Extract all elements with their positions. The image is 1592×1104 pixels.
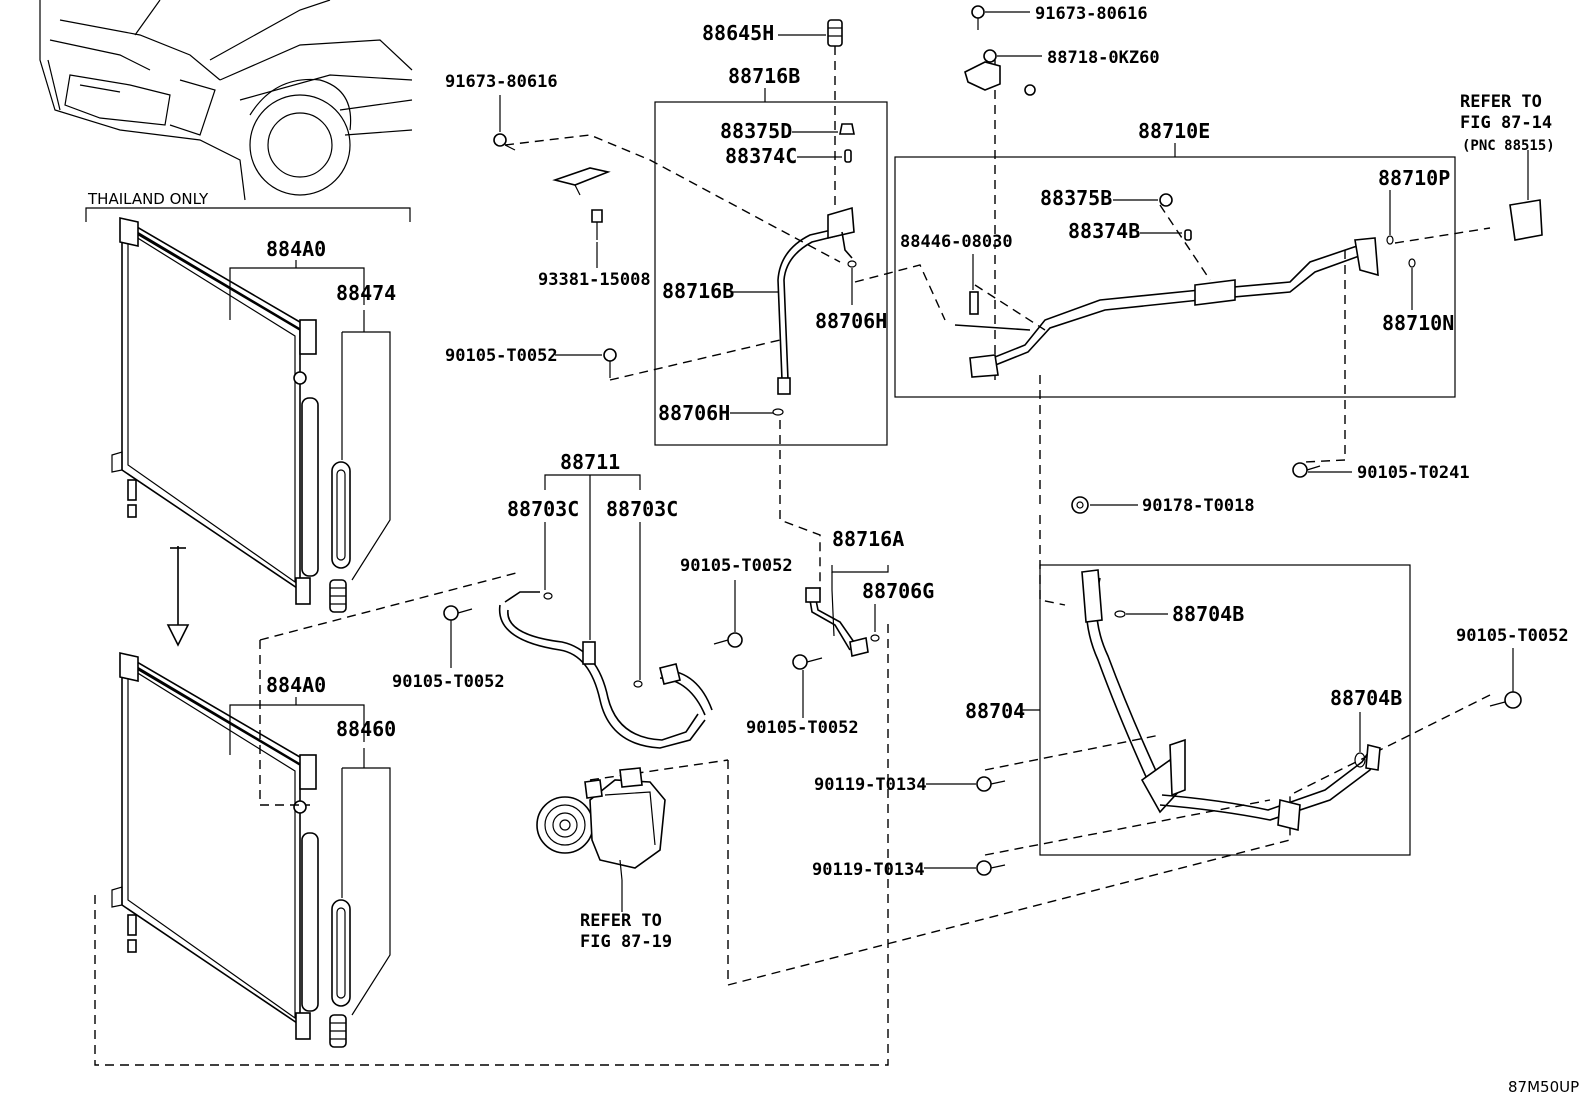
o-ring-88704B-right bbox=[1354, 752, 1366, 768]
part-number-88460: 88460 bbox=[336, 717, 396, 741]
o-ring-88706H-right bbox=[847, 260, 857, 268]
part-number-90105-T0241: 90105-T0241 bbox=[1357, 463, 1470, 483]
part-number-88711: 88711 bbox=[560, 450, 620, 474]
part-number-93381-15008: 93381-15008 bbox=[538, 270, 651, 290]
part-number-88706H-left: 88706H bbox=[658, 401, 730, 425]
bolt-90119-T0134-b bbox=[976, 860, 1006, 876]
part-number-88706G: 88706G bbox=[862, 579, 934, 603]
part-number-88375D: 88375D bbox=[720, 119, 792, 143]
bolt-90105-T0052-a bbox=[603, 348, 617, 378]
discharge-hose-88711 bbox=[498, 591, 713, 749]
refer-note-bottom-line2: FIG 87-19 bbox=[580, 932, 672, 952]
cap-88375D bbox=[839, 123, 855, 135]
pressure-switch-88645H bbox=[827, 19, 843, 210]
group-box-88716B bbox=[654, 101, 888, 446]
part-number-88375B: 88375B bbox=[1040, 186, 1112, 210]
part-number-88710P: 88710P bbox=[1378, 166, 1450, 190]
compressor-illustration bbox=[536, 767, 666, 881]
refer-note-bottom-line1: REFER TO bbox=[580, 911, 662, 931]
part-number-90105-T0052-a: 90105-T0052 bbox=[445, 346, 558, 366]
thailand-only-bracket: THAILAND ONLY bbox=[85, 190, 411, 222]
bolt-91673-80616-top bbox=[971, 5, 985, 30]
bracket-clamp bbox=[552, 167, 611, 196]
part-number-88716B-top: 88716B bbox=[728, 64, 800, 88]
part-number-88704B-top: 88704B bbox=[1172, 602, 1244, 626]
core-88374B bbox=[1184, 229, 1192, 241]
dashed-connection-lines bbox=[94, 60, 1491, 1066]
refer-note-top-line1: REFER TO bbox=[1460, 92, 1542, 112]
bolt-90105-T0052-d bbox=[792, 654, 823, 670]
cap-88375B bbox=[1159, 193, 1173, 207]
vehicle-front-illustration bbox=[39, 0, 413, 201]
part-number-88703C-right: 88703C bbox=[606, 497, 678, 521]
refer-note-top-line2: FIG 87-14 bbox=[1460, 113, 1552, 133]
bolt-88446-08030 bbox=[969, 291, 979, 315]
part-number-88446-08030: 88446-08030 bbox=[900, 232, 1013, 252]
o-ring-88710N bbox=[1408, 258, 1416, 268]
part-number-88716A: 88716A bbox=[832, 527, 904, 551]
part-number-88374B: 88374B bbox=[1068, 219, 1140, 243]
part-number-88706H-right: 88706H bbox=[815, 309, 887, 333]
nut-90178-T0018 bbox=[1071, 496, 1089, 514]
part-number-884A0-bottom: 884A0 bbox=[266, 673, 326, 697]
core-88374C bbox=[844, 149, 852, 163]
liquid-tube-88716A bbox=[805, 587, 880, 657]
part-number-88704B-right: 88704B bbox=[1330, 686, 1402, 710]
refer-note-top-line3: (PNC 88515) bbox=[1462, 138, 1555, 154]
part-number-91673-80616-top: 91673-80616 bbox=[1035, 4, 1148, 24]
part-number-88374C: 88374C bbox=[725, 144, 797, 168]
expansion-valve-ref bbox=[1509, 150, 1543, 241]
part-number-88474: 88474 bbox=[336, 281, 396, 305]
o-ring-88710P bbox=[1386, 235, 1394, 245]
bolt-90119-T0134-a bbox=[976, 776, 1006, 792]
bolt-90105-T0052-b bbox=[443, 605, 473, 621]
part-number-88703C-left: 88703C bbox=[507, 497, 579, 521]
part-number-88716B-mid: 88716B bbox=[662, 279, 734, 303]
bracket-88718-0KZ60 bbox=[964, 49, 1036, 96]
part-number-91673-80616-left: 91673-80616 bbox=[445, 72, 558, 92]
bolt-91673-80616-left bbox=[493, 133, 516, 151]
bolt-90105-T0052-e bbox=[1489, 691, 1522, 709]
bolt-90105-T0052-c bbox=[713, 632, 743, 648]
thailand-only-note: THAILAND ONLY bbox=[87, 190, 209, 208]
part-number-90119-T0134-b: 90119-T0134 bbox=[812, 860, 925, 880]
suction-pipe-88710E bbox=[954, 237, 1379, 378]
suction-hose-88704 bbox=[1081, 569, 1381, 832]
part-number-90105-T0052-b: 90105-T0052 bbox=[392, 672, 505, 692]
part-number-88645H: 88645H bbox=[702, 21, 774, 45]
part-number-88710E: 88710E bbox=[1138, 119, 1210, 143]
o-ring-88706H-left bbox=[772, 408, 784, 416]
condenser-assembly-top bbox=[111, 217, 351, 613]
part-number-88718-0KZ60: 88718-0KZ60 bbox=[1047, 48, 1160, 68]
part-number-90178-T0018: 90178-T0018 bbox=[1142, 496, 1255, 516]
arrow-down-icon bbox=[166, 546, 190, 647]
bolt-90105-T0241 bbox=[1292, 462, 1321, 478]
leaders-condenser-top bbox=[229, 260, 391, 581]
bolt-93381-15008 bbox=[591, 209, 603, 240]
discharge-hose-88716B bbox=[777, 206, 855, 395]
part-number-88710N: 88710N bbox=[1382, 311, 1454, 335]
part-number-90105-T0052-d: 90105-T0052 bbox=[746, 718, 859, 738]
part-number-90119-T0134-a: 90119-T0134 bbox=[814, 775, 927, 795]
part-number-90105-T0052-c: 90105-T0052 bbox=[680, 556, 793, 576]
diagram-id-label: 87M50UP bbox=[1508, 1078, 1579, 1096]
part-number-884A0-top: 884A0 bbox=[266, 237, 326, 261]
part-number-88704: 88704 bbox=[965, 699, 1025, 723]
condenser-assembly-bottom bbox=[111, 652, 351, 1048]
part-number-90105-T0052-e: 90105-T0052 bbox=[1456, 626, 1569, 646]
leaders-condenser-bottom bbox=[229, 697, 391, 1016]
